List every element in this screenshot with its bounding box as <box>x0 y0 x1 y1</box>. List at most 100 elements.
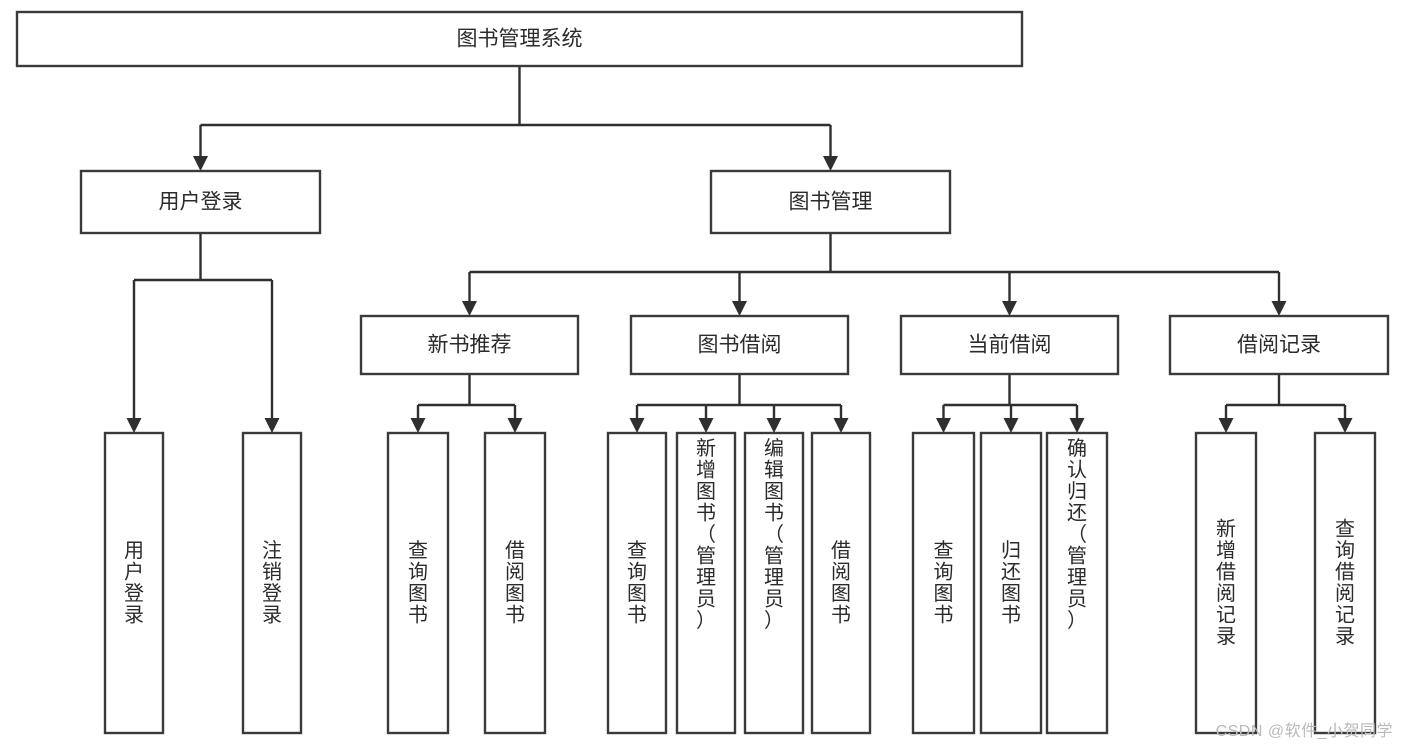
node-label-char: 借 <box>505 539 525 562</box>
arrow-head-icon <box>126 418 142 433</box>
node-label-char: 借 <box>1216 560 1236 583</box>
arrow-head-icon <box>1218 418 1234 433</box>
node-label-char: 图 <box>505 583 525 605</box>
node-label-char: 理 <box>764 567 784 589</box>
connector-group-借阅记录 <box>1218 374 1353 433</box>
arrow-head-icon <box>1069 418 1085 433</box>
node-label-char: 查 <box>1335 517 1355 540</box>
arrow-head-icon <box>1337 418 1353 433</box>
node-label-char: ） <box>696 609 716 632</box>
arrow-head-icon <box>833 418 849 433</box>
node-label-char: 员 <box>1067 589 1087 611</box>
node-label-char: （ <box>764 523 784 546</box>
arrow-head-icon <box>462 301 477 316</box>
node-box <box>1045 431 1109 735</box>
arrow-head-icon <box>1271 301 1287 316</box>
node-label-char: 录 <box>262 604 282 626</box>
node-box <box>79 169 322 235</box>
node-label-char: 认 <box>1067 459 1087 482</box>
node-label-char: 询 <box>1335 539 1355 562</box>
node-label-char: 图 <box>934 583 954 605</box>
node-box <box>1168 314 1390 376</box>
node-label-char: 图 <box>696 481 716 503</box>
node-label: 图书管理 <box>789 191 873 214</box>
arrow-head-icon <box>193 156 208 171</box>
node-label-char: 员 <box>764 589 784 611</box>
node-box <box>675 431 737 735</box>
node-label: 借阅记录 <box>1237 334 1321 357</box>
node-label-char: 用 <box>124 540 144 562</box>
arrow-head-icon <box>629 418 645 433</box>
node-label-char: 户 <box>124 560 144 583</box>
node-label-char: 图 <box>1001 583 1021 605</box>
node-label-char: 记 <box>1335 603 1355 626</box>
arrow-head-icon <box>507 418 523 433</box>
node-label-char: 理 <box>1067 567 1087 589</box>
csdn-watermark: CSDN @软件_小贺同学 <box>1215 723 1393 740</box>
node-label: 图书管理系统 <box>457 28 583 51</box>
arrow-head-icon <box>410 418 426 433</box>
node-label-char: 录 <box>1335 626 1355 648</box>
node-label-char: 书 <box>408 603 428 626</box>
node-box <box>386 431 450 735</box>
node-box <box>606 431 668 735</box>
node-label-char: 管 <box>696 545 716 568</box>
connector-group-图书管理系统 <box>193 66 838 171</box>
node-box <box>810 431 872 735</box>
node-l2-0-用户登录[interactable]: 用户登录 <box>79 169 322 235</box>
node-label-char: 询 <box>934 560 954 583</box>
node-l3-2-当前借阅[interactable]: 当前借阅 <box>899 314 1120 376</box>
node-label: 新书推荐 <box>428 334 512 357</box>
node-label-char: 还 <box>1067 502 1087 525</box>
node-label-char: 登 <box>124 582 144 605</box>
node-label-char: 新 <box>1216 517 1236 540</box>
node-l3-3-借阅记录[interactable]: 借阅记录 <box>1168 314 1390 376</box>
arrow-head-icon <box>732 301 747 316</box>
node-label-char: 记 <box>1216 603 1236 626</box>
node-l3-0-新书推荐[interactable]: 新书推荐 <box>359 314 580 376</box>
node-leaf-0-用户登录[interactable]: 用户登录 <box>103 431 165 735</box>
node-label-char: 新 <box>696 437 716 460</box>
arrow-head-icon <box>1002 301 1017 316</box>
connector-layer <box>126 66 1353 433</box>
node-l3-1-图书借阅[interactable]: 图书借阅 <box>629 314 850 376</box>
node-root-0-图书管理系统[interactable]: 图书管理系统 <box>15 10 1024 68</box>
node-label-char: （ <box>1067 523 1087 546</box>
connector-group-用户登录 <box>126 233 280 433</box>
node-label-char: 归 <box>1067 480 1087 503</box>
node-box <box>899 314 1120 376</box>
node-label-char: 归 <box>1001 539 1021 562</box>
node-label-char: 书 <box>831 603 851 626</box>
node-label-char: 书 <box>934 603 954 626</box>
node-l2-1-图书管理[interactable]: 图书管理 <box>709 169 952 235</box>
node-label-char: 辑 <box>764 459 784 482</box>
node-box <box>1194 431 1258 735</box>
node-label-char: 增 <box>1216 539 1236 562</box>
arrow-head-icon <box>766 418 782 433</box>
node-box <box>241 431 303 735</box>
node-label: 图书借阅 <box>698 334 782 357</box>
node-label-char: 借 <box>1335 560 1355 583</box>
node-box <box>359 314 580 376</box>
node-label-char: 阅 <box>831 560 851 583</box>
node-box <box>743 431 805 735</box>
node-box <box>103 431 165 735</box>
node-box <box>15 10 1024 68</box>
node-label-char: 增 <box>696 459 716 482</box>
node-label-char: 销 <box>262 560 282 583</box>
node-label-char: 询 <box>627 560 647 583</box>
